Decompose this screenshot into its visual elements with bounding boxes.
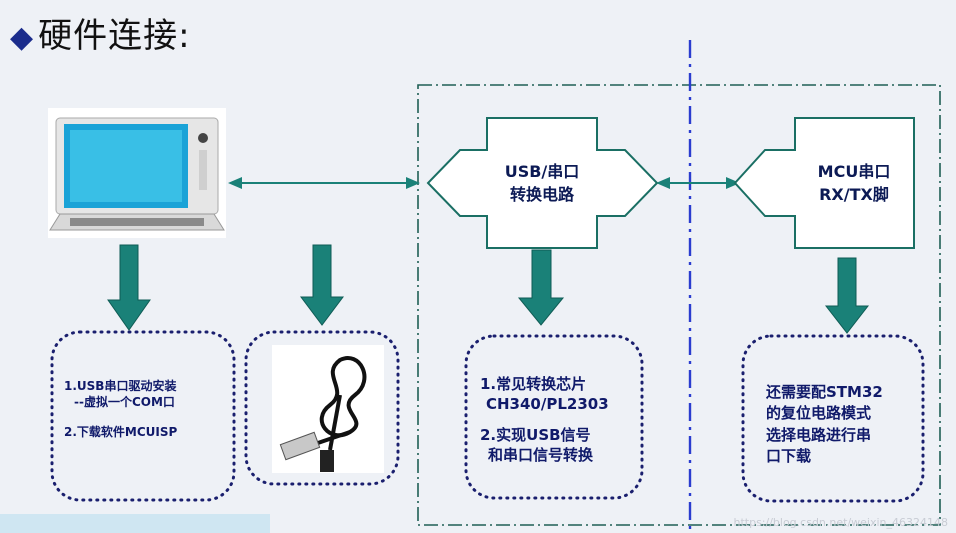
note-bridge-line: 2.实现USB信号 xyxy=(480,425,591,444)
note-bridge-line: 1.常见转换芯片 xyxy=(480,375,587,393)
usb-bridge-label-line: USB/串口 xyxy=(504,162,580,181)
note-mcu: 还需要配STM32 的复位电路模式 选择电路进行串 口下载 xyxy=(766,382,916,467)
note-box-mcu xyxy=(741,334,925,503)
page-title: ◆硬件连接: xyxy=(10,8,191,57)
mcu-block xyxy=(733,117,915,249)
note-box-pc xyxy=(50,330,236,502)
diamond-bullet-icon: ◆ xyxy=(10,20,35,55)
note-mcu-line: 口下载 xyxy=(766,446,812,465)
note-mcu-line: 还需要配STM32 xyxy=(766,383,883,401)
usb-bridge-label-line: 转换电路 xyxy=(509,185,574,205)
note-box-cable xyxy=(244,330,400,486)
mcu-label: MCU串口 RX/TX脚 xyxy=(798,160,910,206)
link-arrow-mcu xyxy=(656,177,740,189)
note-box-bridge xyxy=(464,334,644,500)
usb-bridge-label: USB/串口 转换电路 xyxy=(488,160,596,206)
down-arrow-pc xyxy=(107,244,151,331)
mcu-label-line: MCU串口 xyxy=(817,162,891,181)
watermark: https://blog.csdn.net/weixin_46324148 xyxy=(733,516,948,529)
note-bridge-line: 和串口信号转换 xyxy=(488,445,594,464)
page-title-text: 硬件连接: xyxy=(38,16,191,56)
note-mcu-line: 的复位电路模式 xyxy=(766,404,872,423)
link-arrow-pc xyxy=(228,177,420,189)
bottom-band xyxy=(0,514,270,533)
note-pc-line xyxy=(64,410,228,424)
note-bridge-line: CH340/PL2303 xyxy=(486,395,609,414)
usb-cable-icon xyxy=(272,345,384,473)
section-border xyxy=(417,84,941,526)
mcu-label-line: RX/TX脚 xyxy=(819,185,889,205)
note-pc-line: 1.USB串口驱动安装 xyxy=(64,379,177,393)
note-bridge-line xyxy=(480,415,640,425)
laptop-icon xyxy=(48,108,226,238)
note-pc: 1.USB串口驱动安装 --虚拟一个COM口 2.下载软件MCUISP xyxy=(64,378,228,441)
down-arrow-cable xyxy=(300,244,344,326)
down-arrow-mcu xyxy=(824,257,870,334)
note-pc-line: --虚拟一个COM口 xyxy=(74,395,175,410)
note-bridge: 1.常见转换芯片 CH340/PL2303 2.实现USB信号 和串口信号转换 xyxy=(480,374,640,465)
note-pc-line: 2.下载软件MCUISP xyxy=(64,425,178,440)
note-mcu-line: 选择电路进行串 xyxy=(766,425,872,444)
usb-bridge-block xyxy=(426,117,659,249)
down-arrow-bridge xyxy=(517,249,565,326)
